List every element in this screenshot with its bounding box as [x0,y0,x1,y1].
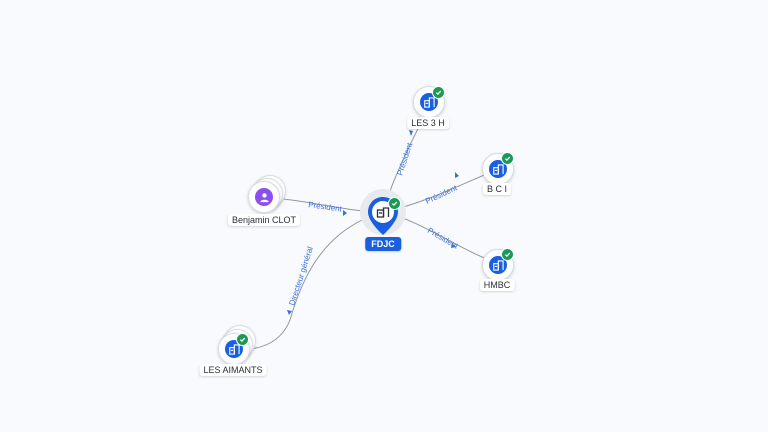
verified-check-icon [501,248,514,261]
node-bci-disc [482,153,514,185]
node-hmbc-label: HMBC [479,279,515,291]
arrow-les3h [409,130,413,136]
arrow-bci [455,172,459,178]
edge-label-bci: Président [424,183,459,206]
node-fdjc-label: FDJC [365,237,401,251]
verified-check-icon [236,333,249,346]
building-icon [489,160,507,178]
arrow-aimants [287,310,292,315]
arrow-hmbc [451,243,456,248]
verified-check-icon [432,86,445,99]
verified-check-icon [501,152,514,165]
edge-aimants [235,211,384,351]
edge-label-aimants: Directeur général [287,245,315,306]
node-bci-label: B C I [482,183,512,195]
edge-label-les3h: Président [395,141,414,177]
arrow-benjamin [343,210,347,216]
verified-check-icon [388,197,401,210]
person-icon [255,188,273,206]
node-benjamin-label: Benjamin CLOT [227,214,301,226]
node-aimants-label: LES AIMANTS [199,364,267,376]
edge-label-hmbc: Président [426,226,460,251]
node-benjamin-disc [248,181,280,213]
building-icon [489,256,507,274]
edge-label-benjamin: Président [308,200,343,214]
node-les3h-label: LES 3 H [407,117,449,129]
